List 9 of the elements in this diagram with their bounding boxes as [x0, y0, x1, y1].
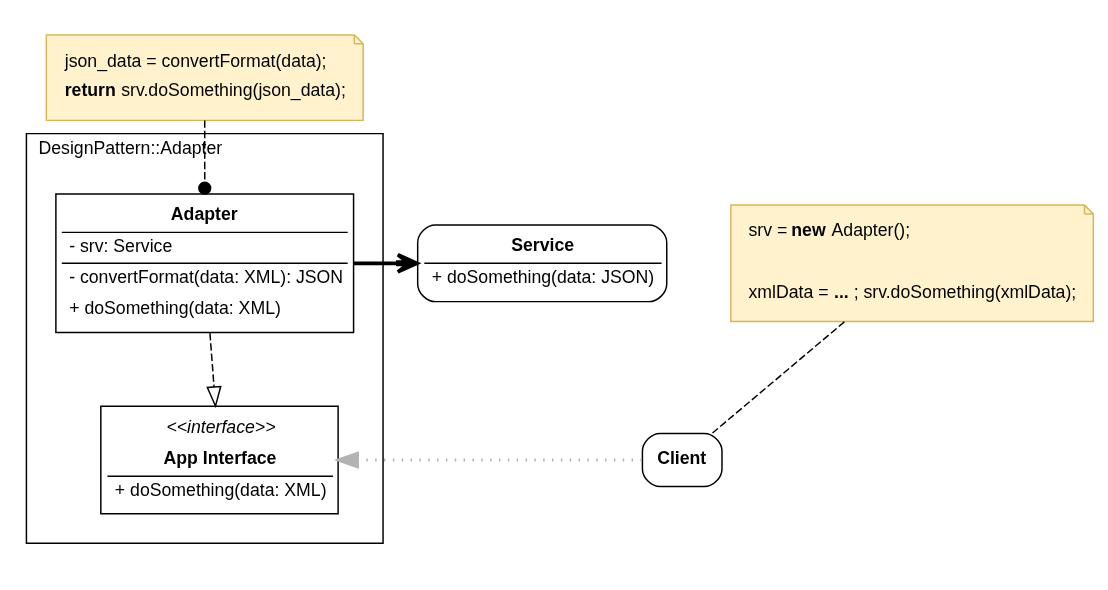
node-box: Client — [641, 432, 723, 488]
connector — [711, 321, 846, 435]
node-box: Service + doSomething(data: JSON) — [416, 224, 668, 303]
node-box: <<interface>> App Interface + doSomething(data: XML) — [100, 405, 339, 515]
arrow — [206, 332, 222, 409]
connector — [198, 119, 212, 195]
node-box: Adapter - srv: Service - convertFormat(data: XML): JSON + doSomething(data: XML) — [55, 193, 355, 334]
arrow — [353, 252, 419, 274]
arrow — [333, 451, 642, 469]
